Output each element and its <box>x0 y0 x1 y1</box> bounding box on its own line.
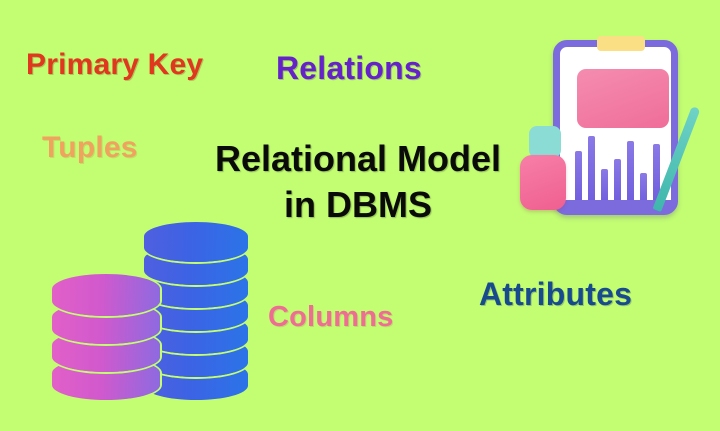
chart-bar <box>588 136 595 204</box>
blue-database-stack <box>144 222 248 400</box>
clipboard-report-illustration <box>520 28 720 233</box>
chart-bar <box>653 144 660 204</box>
keyword-columns: Columns <box>268 301 394 333</box>
chart-bar <box>575 151 582 204</box>
chart-bar <box>601 169 608 204</box>
chart-bar <box>640 173 647 204</box>
page-title-line-1: Relational Model <box>214 138 502 179</box>
page-title-line-2: in DBMS <box>284 184 432 226</box>
database-disc <box>52 274 160 316</box>
bar-chart-graphic <box>575 136 671 204</box>
keyword-primary-key: Primary Key <box>26 48 204 81</box>
database-disc <box>144 222 248 262</box>
chart-bar <box>614 159 621 204</box>
chart-bar <box>627 141 634 204</box>
clipboard-clip <box>597 36 645 51</box>
keyword-relations: Relations <box>276 50 422 86</box>
teal-accent-square <box>529 126 561 158</box>
database-stacks-illustration <box>52 222 248 400</box>
page-title: Relational Model in DBMS <box>188 136 528 228</box>
pink-accent-square <box>520 155 566 210</box>
clipboard-board <box>553 40 678 215</box>
keyword-attributes: Attributes <box>479 276 633 312</box>
report-summary-card <box>577 69 669 128</box>
clipboard-base-bar <box>553 200 678 208</box>
pink-database-stack <box>52 274 160 400</box>
keyword-tuples: Tuples <box>42 131 138 164</box>
